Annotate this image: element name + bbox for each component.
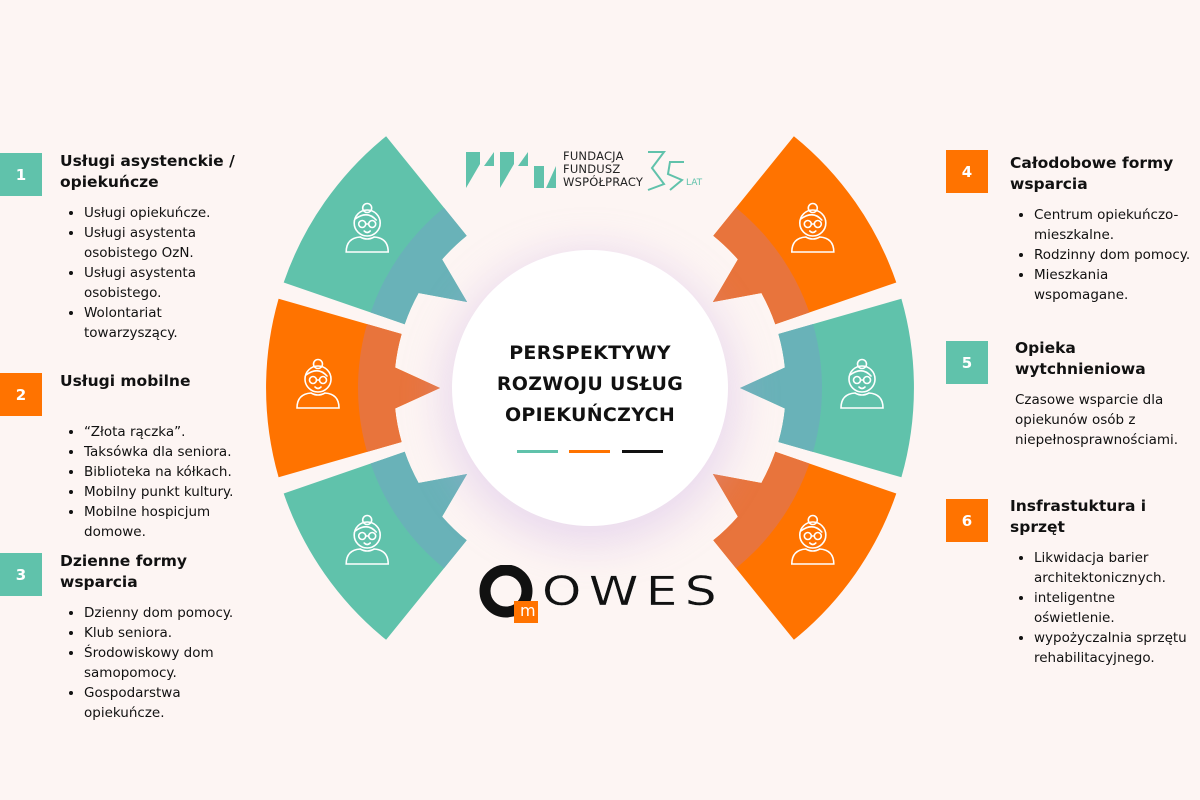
center-circle: PERSPEKTYWY ROZWOJU USŁUG OPIEKUŃCZYCH	[452, 250, 728, 526]
section-number-2: 2	[0, 373, 42, 416]
owes-wordmark: OWES	[542, 569, 725, 615]
list-item: inteligentne oświetlenie.	[1034, 588, 1144, 628]
list-item: Klub seniora.	[84, 623, 260, 643]
elderly-woman-icon	[790, 514, 835, 565]
section-text: Czasowe wsparcie dla opiekunów osób z ni…	[1015, 392, 1179, 448]
elderly-woman-icon	[840, 358, 884, 409]
list-item: Mobilny punkt kultury.	[84, 482, 260, 502]
list-item: Likwidacja barier architektonicznych.	[1034, 548, 1200, 588]
section-4: Całodobowe formy wsparcia Centrum opieku…	[1010, 153, 1195, 305]
section-5: Opieka wytchnieniowa Czasowe wsparcie dl…	[1015, 338, 1200, 450]
section-1: Usługi asystenckie / opiekuńcze Usługi o…	[60, 151, 260, 343]
section-number-6: 6	[946, 499, 988, 542]
wheel-segment-3	[283, 451, 468, 640]
list-item: wypożyczalnia sprzętu rehabilitacyjnego.	[1034, 628, 1200, 668]
section-title: Całodobowe formy wsparcia	[1010, 154, 1174, 193]
list-item: Dzienny dom pomocy.	[84, 603, 260, 623]
divider-teal	[517, 450, 558, 453]
list-item: Mieszkania wspomagane.	[1034, 265, 1144, 305]
section-title: Opieka wytchnieniowa	[1015, 339, 1146, 378]
list-item: Wolontariat towarzyszący.	[84, 303, 194, 343]
list-item: Gospodarstwa opiekuńcze.	[84, 683, 204, 723]
section-title: Dzienne formy wsparcia	[60, 552, 187, 591]
wheel-segment-6	[712, 451, 897, 640]
list-item: Usługi opiekuńcze.	[84, 203, 260, 223]
owes-mark-letter: m	[520, 601, 536, 620]
list-item: Mobilne hospicjum domowe.	[84, 502, 224, 542]
list-item: Biblioteka na kółkach.	[84, 462, 260, 482]
logo-line: FUNDACJA	[563, 149, 624, 163]
elderly-woman-icon	[790, 202, 835, 253]
wheel-segment-4	[712, 136, 897, 325]
list-item: Rodzinny dom pomocy.	[1034, 245, 1195, 265]
list-item: Środowiskowy dom samopomocy.	[84, 643, 234, 683]
list-item: Usługi asystenta osobistego OzN.	[84, 223, 214, 263]
anniversary-suffix: LAT	[686, 178, 703, 188]
list-item: Taksówka dla seniora.	[84, 442, 260, 462]
page-title: PERSPEKTYWY ROZWOJU USŁUG OPIEKUŃCZYCH	[452, 338, 728, 431]
owes-mark-icon	[479, 565, 538, 623]
logo-owes: m OWES	[478, 565, 718, 625]
elderly-woman-icon	[296, 358, 340, 409]
section-3: Dzienne formy wsparcia Dzienny dom pomoc…	[60, 551, 260, 723]
logo-fundacja-fundusz-wspolpracy: FUNDACJA FUNDUSZ WSPÓŁPRACY LAT	[464, 148, 714, 192]
list-item: “Złota rączka”.	[84, 422, 260, 442]
ffw-mark-icon	[466, 152, 556, 188]
elderly-woman-icon	[345, 202, 390, 253]
title-line: PERSPEKTYWY	[509, 342, 671, 364]
list-item: Centrum opiekuńczo-mieszkalne.	[1034, 205, 1184, 245]
segment-inner-band	[358, 298, 440, 478]
logo-line: FUNDUSZ	[563, 162, 621, 176]
section-number-3: 3	[0, 553, 42, 596]
wheel-segment-1	[283, 136, 468, 325]
logo-line: WSPÓŁPRACY	[563, 175, 644, 189]
section-title: Insfrastuktura i sprzęt	[1010, 497, 1147, 536]
anniversary-35-icon	[647, 151, 684, 191]
section-number-5: 5	[946, 341, 988, 384]
divider-orange	[569, 450, 610, 453]
section-6: Insfrastuktura i sprzęt Likwidacja barie…	[1010, 496, 1200, 668]
title-line: ROZWOJU USŁUG	[496, 373, 684, 395]
divider-black	[622, 450, 663, 453]
section-number-1: 1	[0, 153, 42, 196]
section-title: Usługi mobilne	[60, 372, 191, 390]
segment-inner-band	[740, 298, 822, 478]
elderly-woman-icon	[345, 514, 390, 565]
section-number-4: 4	[946, 150, 988, 193]
wheel-segment-2	[266, 298, 440, 478]
list-item: Usługi asystenta osobistego.	[84, 263, 214, 303]
section-title: Usługi asystenckie / opiekuńcze	[60, 152, 235, 191]
title-line: OPIEKUŃCZYCH	[504, 404, 676, 426]
wheel-segment-5	[740, 298, 914, 478]
section-2: Usługi mobilne “Złota rączka”. Taksówka …	[60, 371, 260, 542]
